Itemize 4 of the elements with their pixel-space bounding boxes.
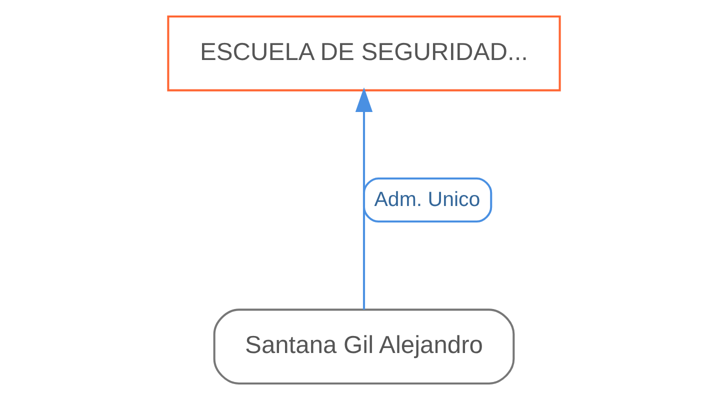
node-box: ESCUELA DE SEGURIDAD... (167, 15, 561, 92)
edge-label: Adm. Unico (374, 188, 480, 212)
arrow (355, 87, 373, 310)
node-box: Santana Gil Alejandro (213, 308, 515, 385)
